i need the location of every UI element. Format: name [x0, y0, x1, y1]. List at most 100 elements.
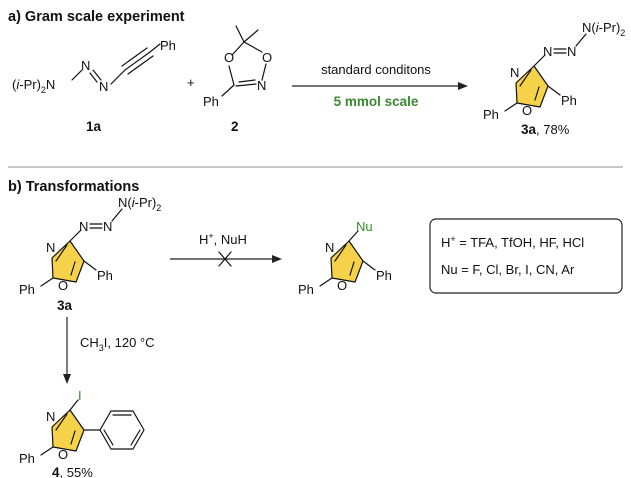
ph-bond-left-3a — [504, 102, 518, 112]
product-3a-label: 3a — [521, 122, 537, 137]
product-3a-yield: , 78% — [536, 122, 570, 137]
ring2-bond-n-c — [235, 83, 257, 87]
alkyne-ph-bond — [149, 43, 161, 53]
phenyl-3a-left: Ph — [483, 107, 499, 122]
plus-sign: + — [187, 75, 195, 90]
alkyne-bond-1 — [124, 51, 151, 71]
section-a-title: a) Gram scale experiment — [8, 9, 185, 25]
reaction-arrow-a-head — [458, 82, 468, 90]
product-4-yield: , 55% — [60, 465, 94, 478]
ring2-bond-c-o2 — [228, 65, 235, 86]
product-4-structure: N O I Ph — [19, 388, 145, 466]
n-n-double-bond-b — [89, 72, 98, 83]
phenyl-3a-b-right: Ph — [97, 268, 113, 283]
phenyl-nu-left: Ph — [298, 282, 314, 297]
triazene-n-n-bond — [575, 33, 587, 47]
ring2-bond-o2-c — [231, 41, 245, 56]
ring2-bond-o-n — [261, 63, 267, 81]
failed-reaction-arrow-head — [272, 255, 282, 263]
benzene-ring-4 — [99, 410, 145, 450]
reagent-methyl-iodide: CH3I, 120 °C — [80, 335, 155, 353]
ring-double-bond-cc — [534, 86, 540, 101]
cross-mark-b — [218, 251, 232, 267]
ring2-ph-bond — [221, 84, 235, 97]
ring-4-double-cn — [55, 413, 68, 431]
ring-nu-double-cc — [349, 261, 355, 276]
benzene-double-3 — [103, 429, 114, 446]
ring-b-double-cn — [55, 244, 68, 262]
condition-scale: 5 mmol scale — [334, 94, 419, 109]
phenyl-1a: Ph — [160, 38, 176, 53]
alkyne-bond-3 — [127, 55, 154, 75]
ring-double-bond-cn — [519, 69, 532, 87]
section-b-title: b) Transformations — [8, 179, 139, 195]
atom-o-oxazole-3a: O — [522, 103, 532, 118]
iodo-substituent-label: I — [78, 388, 82, 403]
box-acids-line: H+ = TFA, TfOH, HF, HCl — [441, 234, 584, 250]
ph-bond-left-4 — [40, 446, 54, 456]
ring-b-double-cc — [70, 261, 76, 276]
atom-o-ring2-right: O — [262, 50, 272, 65]
methylation-arrow-head — [63, 374, 71, 384]
c-n-triazene-bond — [533, 54, 546, 67]
reagent-acid-nucleophile: H+, NuH — [199, 231, 247, 247]
product-4-label: 4 — [52, 465, 60, 478]
conditions-box — [429, 218, 623, 294]
start-3a-label: 3a — [57, 298, 73, 313]
atom-n-oxazole-3a-b: N — [46, 240, 55, 255]
triazene-amine-3a: N(i-Pr)2 — [582, 20, 625, 38]
alkyne-bond-2 — [121, 47, 148, 67]
phenyl-nu-right: Ph — [376, 268, 392, 283]
start-3a-structure-b: N O N N N(i-Pr)2 Ph Ph — [19, 195, 161, 297]
nu-product-structure: N O Nu Ph Ph — [298, 219, 392, 297]
reactant-2-label: 2 — [231, 119, 239, 134]
reactant-2-structure: O O N Ph — [203, 25, 272, 109]
ph-bond-right-3a — [547, 85, 561, 96]
triazene-b-n-n-bond — [111, 208, 123, 222]
atom-n-3a-1: N — [543, 44, 552, 59]
atom-n-oxazole-3a: N — [510, 65, 519, 80]
atom-o-oxazole-4: O — [58, 447, 68, 462]
benzene-double-2 — [130, 429, 141, 446]
product-3a-result: 3a, 78% — [521, 122, 570, 137]
ring2-bond-c-o — [243, 41, 263, 53]
box-nucleophiles-line: Nu = F, Cl, Br, I, CN, Ar — [441, 262, 575, 277]
atom-n-3a-b-1: N — [79, 219, 88, 234]
atom-n-ring2: N — [257, 78, 266, 93]
atom-o-ring2-left: O — [224, 50, 234, 65]
ring-4-double-cc — [70, 430, 76, 445]
phenyl-3a-right: Ph — [561, 93, 577, 108]
c-nu-bond — [348, 230, 359, 242]
atom-n-oxazole-4: N — [46, 409, 55, 424]
atom-n-1a-middle: N — [81, 58, 90, 73]
atom-o-oxazole-nu: O — [337, 278, 347, 293]
n-c-bond — [110, 69, 126, 85]
ring-nu-double-cn — [334, 244, 347, 262]
oxazole-ring-3a-b — [51, 240, 85, 283]
nu-substituent-label: Nu — [356, 219, 373, 234]
ph-bond-left-nu — [319, 277, 333, 287]
atom-o-oxazole-3a-b: O — [58, 278, 68, 293]
n-n-double-bond-a — [92, 69, 102, 81]
oxazole-ring-4 — [51, 409, 85, 452]
atom-n-oxazole-nu: N — [325, 240, 334, 255]
reactant-1a-label: 1a — [86, 119, 102, 134]
oxazole-ring-nu — [330, 240, 364, 283]
methyl-bond-1 — [235, 25, 245, 43]
ph-bond-right-nu — [362, 260, 376, 271]
oxazole-ring-3a — [515, 65, 549, 108]
atom-n-1a-terminal: N — [99, 79, 108, 94]
phenyl-4-left: Ph — [19, 451, 35, 466]
ph-bond-right-3a-b — [83, 260, 97, 271]
n-n-bond — [71, 69, 83, 81]
ph-bond-left-3a-b — [40, 277, 54, 287]
condition-standard: standard conditons — [321, 62, 431, 77]
product-4-result: 4, 55% — [52, 465, 93, 478]
methyl-bond-2 — [243, 29, 259, 43]
ring2-bond-cn-double — [238, 79, 256, 83]
atom-n-3a-2: N — [567, 44, 576, 59]
reactant-1a-structure: (i-Pr)2N N N Ph — [12, 38, 176, 95]
product-3a-structure-a: N O N N N(i-Pr)2 Ph Ph — [483, 20, 625, 122]
atom-n-3a-b-2: N — [103, 219, 112, 234]
